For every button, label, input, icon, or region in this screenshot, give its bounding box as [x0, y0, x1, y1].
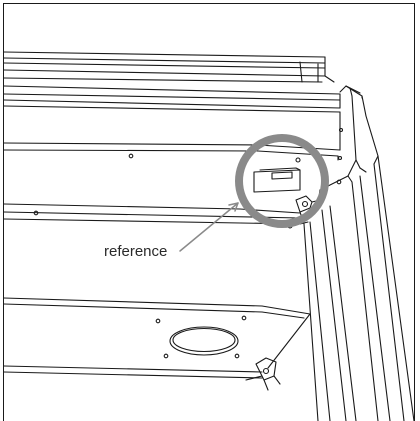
front-panel [3, 105, 343, 163]
top-rail [3, 51, 341, 109]
access-plate [253, 167, 301, 193]
middle-board [3, 195, 321, 229]
lower-board [3, 297, 311, 379]
legs [303, 155, 415, 421]
reference-label: reference [104, 243, 168, 260]
bottom-bracket [245, 357, 281, 391]
highlight-ring [235, 134, 329, 228]
leader-arrow [179, 202, 239, 252]
